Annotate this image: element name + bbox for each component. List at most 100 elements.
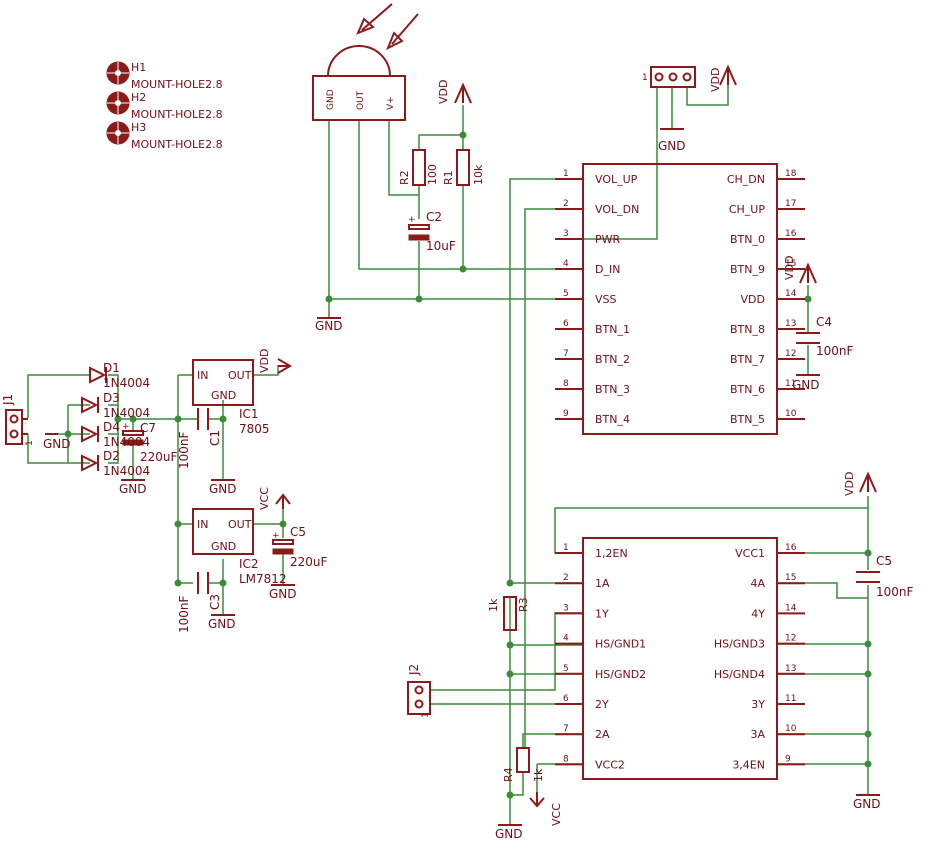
u2-pin-15-number: 15 [785,573,796,583]
u2-pin-16-number: 16 [785,543,797,553]
ic2-in: IN [197,518,208,531]
mount-hole-h2: H2 MOUNT-HOLE2.8 [106,91,223,121]
vdd-symbol-header [719,64,737,86]
gnd-label-ir: GND [315,319,343,333]
gnd-symbol-ic1: GND [209,479,237,496]
u1-pin-6-number: 6 [563,319,569,329]
c2-ref: C2 [426,210,442,224]
diode-d3: D3 1N4004 [81,391,150,420]
u2-pin-8-name: VCC2 [595,758,625,771]
u2-pin-6-number: 6 [563,694,569,704]
r2-ref: R2 [398,170,411,185]
u1-pin-14-name: VDD [741,293,765,306]
u2-pin-5-name: HS/GND2 [595,668,646,681]
u2-pin-8-number: 8 [563,754,569,764]
u1-pin-10-name: BTN_5 [730,413,765,426]
vdd-label-u1: VDD [783,256,796,280]
c5b-ref: C5 [876,554,892,568]
vdd-symbol-u1: VDD [783,256,817,284]
c5b-value: 100nF [876,585,914,599]
u2-pin-9-name: 3,4EN [732,758,765,771]
c7-ref: C7 [140,421,156,435]
j2-ref: J2 [407,664,421,676]
d3-value: 1N4004 [103,406,150,420]
ic2-ref: IC2 [239,557,259,571]
vdd-symbol-u2: VDD [843,472,877,496]
h3-ref: H3 [131,121,146,134]
u2-pin-10-number: 10 [785,724,797,734]
u2-pin-2-number: 2 [563,573,569,583]
c4-ref: C4 [816,315,832,329]
regulator-ic1: IN OUT GND IC1 7805 [192,359,270,436]
header-pin1-label: 1 [642,73,648,83]
u1-pin-1-name: VOL_UP [595,173,638,186]
gnd-label-header: GND [658,139,686,153]
h2-value: MOUNT-HOLE2.8 [131,108,223,121]
u1-pin-15-name: BTN_9 [730,263,765,276]
gnd-symbol-c5a: GND [269,584,297,601]
ir-pin-gnd: GND [326,89,336,110]
vcc-symbol-ic2: VCC [258,487,291,510]
u2-pin-3-name: 1Y [595,607,609,620]
u1-pin-7-number: 7 [563,349,569,359]
u1-pin-9-name: BTN_4 [595,413,630,426]
u2-pin-4-name: HS/GND1 [595,638,646,651]
capacitor-c1: C1 100nF [177,408,222,469]
u2-pin-11-name: 3Y [751,698,765,711]
gnd-symbol-c7: GND [119,479,147,496]
u1-pin-9-number: 9 [563,409,569,419]
ic2-value: LM7812 [239,572,287,586]
vcc-label-r4: VCC [550,803,563,826]
u2-pin-14-number: 14 [785,603,797,613]
gnd-label-c7: GND [119,482,147,496]
gnd-symbol-header: GND [658,128,686,153]
capacitor-c3: C3 100nF [177,572,222,633]
r1-ref: R1 [442,170,455,185]
ic1-ref: IC1 [239,407,259,421]
vdd-label-r1: VDD [437,80,450,104]
u1-pin-17-name: CH_UP [729,203,766,216]
r4-ref: R4 [502,767,515,782]
ir-pin-vplus: V+ [386,96,396,110]
u2-pin-7-name: 2A [595,728,610,741]
u1-pin-10-number: 10 [785,409,797,419]
ic2-gnd: GND [211,540,236,553]
h1-ref: H1 [131,61,146,74]
u1-pin-18-number: 18 [785,169,797,179]
capacitor-c7: + C7 220uF [122,421,178,464]
resistor-r2: R2 100 [398,149,439,186]
u2-pin-1-name: 1,2EN [595,547,628,560]
h1-value: MOUNT-HOLE2.8 [131,78,223,91]
r4-value: 1k [532,768,545,782]
u2-pin-6-name: 2Y [595,698,609,711]
c5a-value: 220uF [290,555,328,569]
u2-pin-7-number: 7 [563,724,569,734]
d3-ref: D3 [103,391,120,405]
d2-ref: D2 [103,449,120,463]
u1-pin-3-name: PWR [595,233,621,246]
d1-value: 1N4004 [103,376,150,390]
mount-hole-h1: H1 MOUNT-HOLE2.8 [106,61,223,91]
u1-pin-13-number: 13 [785,319,796,329]
h3-value: MOUNT-HOLE2.8 [131,138,223,151]
capacitor-c2: + C2 10uF [408,210,456,253]
u2-pin-9-number: 9 [785,754,791,764]
j1-ref: J1 [1,394,15,406]
u2-pin-13-name: HS/GND4 [714,668,765,681]
u1-pin-11-number: 11 [785,379,796,389]
u2-pin-1-number: 1 [563,543,569,553]
u2-pin-16-name: VCC1 [735,547,765,560]
d1-ref: D1 [103,361,120,375]
u1-pin-3-number: 3 [563,229,569,239]
ir-receiver: GND OUT V+ [312,3,419,121]
gnd-label-c5a: GND [269,587,297,601]
ic1-in: IN [197,369,208,382]
r3-ref: R3 [517,597,530,612]
u1-pin-6-name: BTN_1 [595,323,630,336]
c1-ref: C1 [208,430,222,446]
u2-pin-2-name: 1A [595,577,610,590]
resistor-r4: R4 1k [502,747,545,782]
resistor-r1: R1 10k [442,149,485,186]
